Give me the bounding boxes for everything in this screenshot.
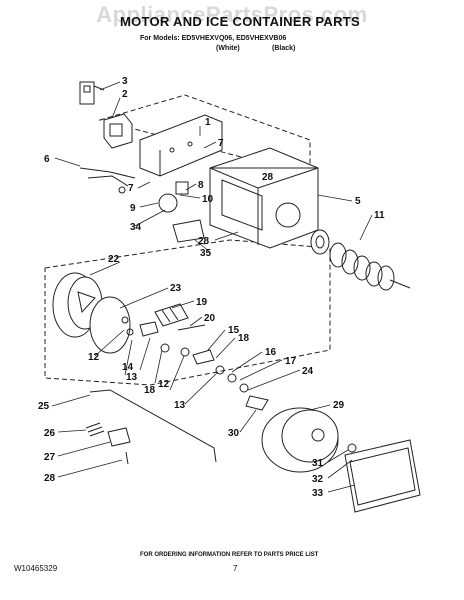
- callout-label: 35: [200, 248, 212, 259]
- part-lamp: [158, 181, 189, 213]
- part-coil: [154, 303, 189, 327]
- callout-label: 2: [122, 89, 128, 100]
- document-number: W10465329: [14, 564, 58, 573]
- callout-label: 23: [170, 283, 182, 294]
- part-connector: [79, 81, 105, 105]
- callout-label: 11: [374, 210, 385, 221]
- callout-label: 26: [44, 428, 56, 439]
- callout-label: 12: [158, 379, 170, 390]
- part-lens: [172, 219, 205, 243]
- callout-label: 13: [126, 372, 138, 383]
- callout-label: 25: [38, 401, 50, 412]
- callout-label: 7: [128, 183, 134, 194]
- callout-label: 6: [44, 154, 50, 165]
- part-block: [103, 113, 133, 149]
- callout-label: 30: [228, 428, 240, 439]
- callout-label: 31: [312, 458, 324, 469]
- callout-label: 28: [44, 473, 56, 484]
- callout-label: 10: [202, 194, 214, 205]
- callout-labels: 1 2 3 5 6 7 7 8 9 10 11 12 12 13 13 14 1…: [38, 76, 385, 499]
- callout-label: 34: [130, 222, 142, 233]
- variant-white: (White): [216, 45, 240, 52]
- callout-label: 19: [196, 297, 208, 308]
- variant-black: (Black): [272, 45, 296, 52]
- part-bearing: [310, 229, 330, 255]
- callout-label: 18: [144, 385, 156, 396]
- page-number: 7: [233, 564, 238, 573]
- callout-label: 14: [122, 362, 134, 373]
- part-small-hardware: [121, 316, 269, 411]
- callout-label: 16: [265, 347, 277, 358]
- leader-lines: [51, 81, 373, 493]
- callout-label: 29: [333, 400, 345, 411]
- callout-label: 8: [198, 180, 204, 191]
- callout-label: 18: [238, 333, 250, 344]
- part-harness: [79, 167, 136, 194]
- callout-label: 24: [302, 366, 314, 377]
- callout-label: 27: [44, 452, 56, 463]
- part-screw: [125, 451, 129, 465]
- callout-label: 3: [122, 76, 128, 87]
- callout-label: 13: [174, 400, 186, 411]
- assembly-outline-upper: [98, 94, 311, 176]
- callout-label: 17: [285, 356, 297, 367]
- callout-label: 33: [312, 488, 324, 499]
- part-motor: [261, 407, 339, 473]
- ordering-note: FOR ORDERING INFORMATION REFER TO PARTS …: [140, 552, 319, 558]
- part-bracket: [139, 114, 223, 177]
- part-rod: [177, 324, 206, 331]
- callout-label: 28: [262, 172, 274, 183]
- part-housing: [209, 147, 319, 249]
- models-line: For Models: ED5VHEXVQ06, ED5VHEXVB06: [140, 35, 287, 42]
- callout-label: 5: [355, 196, 361, 207]
- callout-label: 7: [218, 138, 224, 149]
- part-long-rod: [89, 389, 217, 463]
- watermark: AppliancePartsPros.com: [96, 2, 368, 27]
- assembly-outline-lower: [44, 239, 331, 386]
- callout-label: 28: [198, 236, 210, 247]
- part-spring: [329, 242, 411, 291]
- callout-label: 1: [205, 117, 211, 128]
- part-disc: [89, 296, 131, 354]
- callout-label: 20: [204, 313, 216, 324]
- part-motor-cover: [344, 439, 421, 513]
- callout-label: 32: [312, 474, 324, 485]
- callout-label: 15: [228, 325, 240, 336]
- callout-label: 22: [108, 254, 120, 265]
- part-clip: [107, 427, 131, 447]
- callout-label: 12: [88, 352, 100, 363]
- page-title: MOTOR AND ICE CONTAINER PARTS: [119, 14, 361, 29]
- part-small-spring: [85, 422, 105, 437]
- callout-label: 9: [130, 203, 136, 214]
